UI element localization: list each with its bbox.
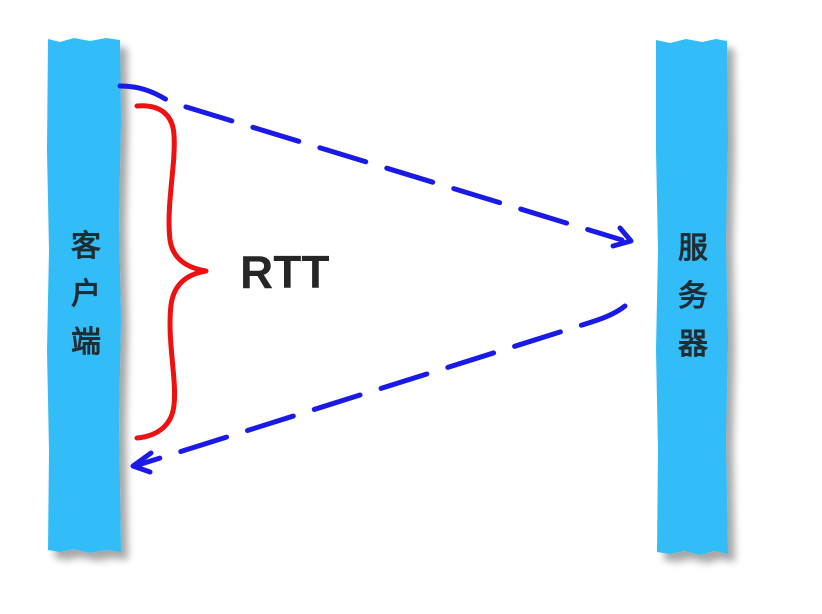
client-bar-body [47, 38, 121, 553]
server-bar: 服 务 器 [656, 39, 728, 555]
response-arrow-line [135, 303, 628, 468]
server-label-char-3: 器 [677, 327, 709, 362]
server-label-char-2: 务 [678, 279, 708, 314]
client-label-char-1: 客 [71, 229, 101, 264]
server-bar-body [656, 39, 728, 555]
client-label-char-2: 户 [71, 277, 101, 312]
client-label-char-3: 端 [71, 325, 101, 360]
rtt-label: RTT [240, 246, 329, 298]
request-arrow-line [117, 83, 625, 243]
response-arrowhead [130, 450, 154, 475]
response-arrow [130, 303, 628, 475]
request-arrow [117, 83, 634, 249]
rtt-brace [134, 103, 209, 441]
server-label-char-1: 服 [678, 231, 709, 266]
client-bar: 客 户 端 [47, 38, 121, 553]
request-arrowhead [610, 225, 634, 249]
